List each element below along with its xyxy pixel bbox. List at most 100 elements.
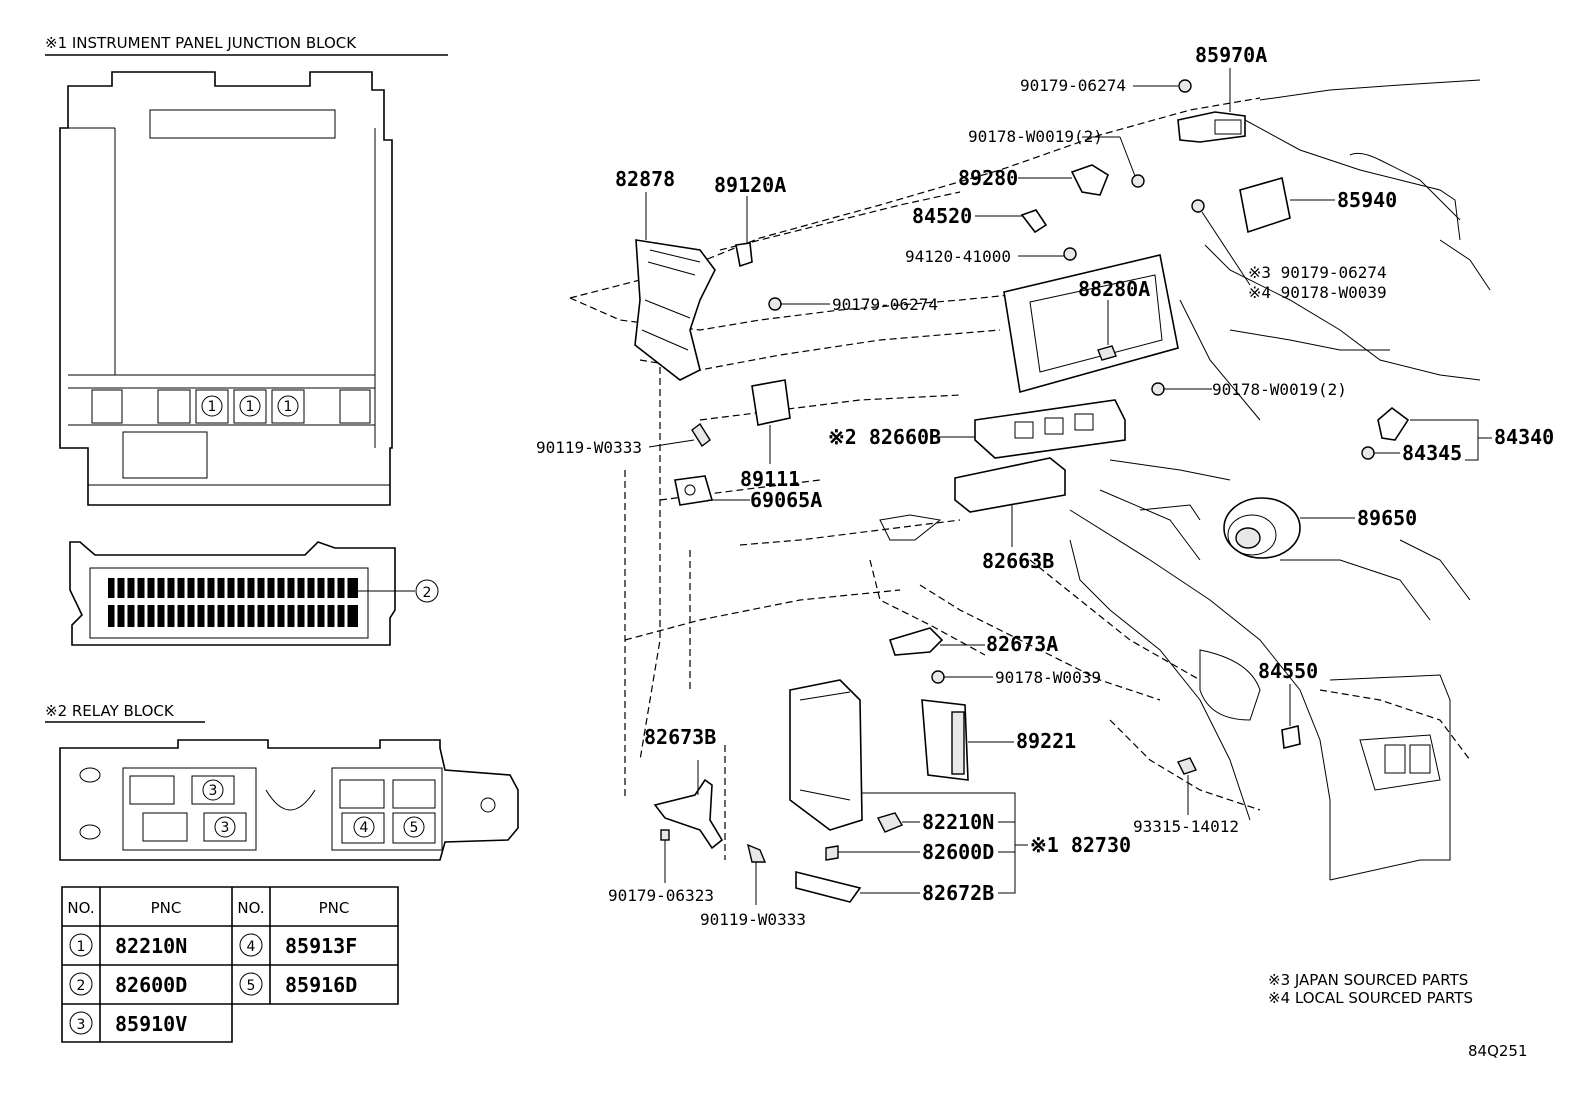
footnote-japan: ※3 JAPAN SOURCED PARTS <box>1268 971 1468 989</box>
junction-block-body <box>59 71 393 506</box>
part-82672B-shape <box>795 870 862 903</box>
part-82660B-relay-block <box>974 399 1126 459</box>
connector-marker-1b <box>239 395 261 417</box>
label-82210N: 82210N <box>922 810 994 834</box>
table-row-no: 4 <box>247 939 256 955</box>
part-82210N-shape <box>876 812 904 833</box>
label-90178-W0019-top: 90178-W0019(2) <box>968 127 1103 146</box>
footnote-local: ※4 LOCAL SOURCED PARTS <box>1268 989 1473 1007</box>
part-89111-shape <box>751 379 791 426</box>
table-row-pnc: 85916D <box>285 973 357 997</box>
label-89120A: 89120A <box>714 173 786 197</box>
footnotes: ※3 JAPAN SOURCED PARTS ※4 LOCAL SOURCED … <box>1268 971 1528 1060</box>
label-82878: 82878 <box>615 167 675 191</box>
part-82878-vent <box>634 239 716 381</box>
junction-block-connector-view <box>69 541 396 646</box>
label-90179-06274-mid: 90179-06274 <box>832 295 938 314</box>
label-88280A: 88280A <box>1078 277 1150 301</box>
connector-marker-1c <box>277 395 299 417</box>
junction-block-label-plate <box>149 109 336 139</box>
table-row-pnc: 85913F <box>285 934 357 958</box>
label-84340: 84340 <box>1494 425 1554 449</box>
label-local-90178-W0039: ※4 90178-W0039 <box>1248 283 1387 302</box>
ip-junction-block-title: ※1 INSTRUMENT PANEL JUNCTION BLOCK <box>45 34 357 52</box>
part-69065A-shape <box>674 475 714 506</box>
table-row-pnc: 82210N <box>115 934 187 958</box>
table-header-pnc-1: PNC <box>151 899 182 917</box>
part-85970A-shape <box>1177 111 1246 143</box>
marker-3b-label: 3 <box>221 820 230 836</box>
label-85940: 85940 <box>1337 188 1397 212</box>
part-90179-06274-nut <box>1178 79 1192 93</box>
marker-1a-label: 1 <box>208 399 217 415</box>
leader-lines <box>645 68 1492 905</box>
ip-junction-block-detail: ※1 INSTRUMENT PANEL JUNCTION BLOCK 1 1 1 <box>45 34 448 646</box>
label-89650: 89650 <box>1357 506 1417 530</box>
part-82730-junction-block <box>789 679 863 831</box>
part-84345-shape <box>1361 446 1375 460</box>
marker-4-label: 4 <box>360 820 369 836</box>
label-82672B: 82672B <box>922 881 994 905</box>
part-89280-shape <box>1070 164 1109 196</box>
marker-2-label: 2 <box>423 585 432 601</box>
relay-marker-4 <box>353 816 375 838</box>
part-82673B-bracket <box>653 778 724 850</box>
part-89650-shape <box>1223 497 1301 559</box>
relay-marker-3a <box>202 779 224 801</box>
label-90119-W0333-top: 90119-W0333 <box>536 438 642 457</box>
diagram-id: 84Q251 <box>1468 1042 1528 1060</box>
marker-3a-label: 3 <box>209 783 218 799</box>
part-84340-shape <box>1377 406 1410 441</box>
connector-marker-2 <box>415 579 439 603</box>
table-row-pnc: 85910V <box>115 1012 187 1036</box>
part-labels: 85970A 90179-06274 90178-W0019(2) 89280 … <box>536 43 1554 929</box>
label-82663B: 82663B <box>982 549 1054 573</box>
table-row-no: 3 <box>77 1017 86 1033</box>
part-85940-shape <box>1239 176 1291 234</box>
relay-marker-5 <box>403 816 425 838</box>
label-90119-W0333-bottom: 90119-W0333 <box>700 910 806 929</box>
table-row-no: 5 <box>247 978 256 994</box>
table-row-pnc: 82600D <box>115 973 187 997</box>
label-82673B: 82673B <box>644 725 716 749</box>
part-shapes <box>634 79 1410 903</box>
label-84520: 84520 <box>912 204 972 228</box>
part-82600D-shape <box>825 845 839 861</box>
marker-1c-label: 1 <box>284 399 293 415</box>
label-89111: 89111 <box>740 467 800 491</box>
label-89280: 89280 <box>958 166 1018 190</box>
label-94120-41000: 94120-41000 <box>905 247 1011 266</box>
label-85970A: 85970A <box>1195 43 1267 67</box>
relay-block-title: ※2 RELAY BLOCK <box>45 702 175 720</box>
marker-1b-label: 1 <box>246 399 255 415</box>
marker-5-label: 5 <box>410 820 419 836</box>
part-82663B-shape <box>954 457 1066 513</box>
pnc-table: NO. PNC NO. PNC 1 82210N 2 82600D 3 8591… <box>61 886 399 1043</box>
connector-marker-1a <box>201 395 223 417</box>
relay-block-body <box>59 739 519 861</box>
table-row-no: 1 <box>77 939 86 955</box>
relay-marker-3b <box>214 816 236 838</box>
label-90178-W0039: 90178-W0039 <box>995 668 1101 687</box>
relay-block-detail: ※2 RELAY BLOCK 3 3 4 5 <box>45 702 519 861</box>
part-84550-shape <box>1281 725 1301 749</box>
label-90179-06323: 90179-06323 <box>608 886 714 905</box>
label-82600D: 82600D <box>922 840 994 864</box>
label-84345: 84345 <box>1402 441 1462 465</box>
part-93315-14012-shape <box>1177 757 1197 775</box>
label-90178-W0019-mid: 90178-W0019(2) <box>1212 380 1347 399</box>
label-90179-06274-top: 90179-06274 <box>1020 76 1126 95</box>
label-69065A: 69065A <box>750 488 822 512</box>
table-header-no-2: NO. <box>237 899 264 917</box>
label-84550: 84550 <box>1258 659 1318 683</box>
label-82673A: 82673A <box>986 632 1058 656</box>
part-82673A-shape <box>888 627 944 656</box>
table-header-no-1: NO. <box>67 899 94 917</box>
table-header-pnc-2: PNC <box>319 899 350 917</box>
dashboard-outline <box>569 79 1491 881</box>
label-82660B: ※2 82660B <box>828 425 941 449</box>
label-japan-90179-06274: ※3 90179-06274 <box>1248 263 1387 282</box>
part-88280A-display <box>1003 254 1179 394</box>
label-82730: ※1 82730 <box>1030 833 1131 857</box>
